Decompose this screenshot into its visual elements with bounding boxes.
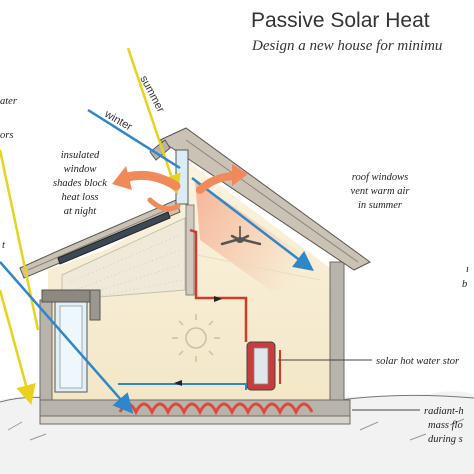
south-window — [41, 289, 101, 393]
left-label-1: ater — [0, 96, 18, 107]
roof-windows-line-1: roof windows — [352, 172, 409, 183]
left-label-3: t — [2, 240, 6, 251]
diagram-title: Passive Solar Heat — [251, 9, 430, 32]
left-label-2: ors — [0, 130, 13, 141]
roof-windows-line-3: in summer — [358, 200, 403, 211]
warm-air-zone — [195, 180, 318, 290]
ceiling-fan — [220, 226, 262, 246]
radiant-line-2: mass flo — [428, 420, 463, 431]
roof-windows-line-2: vent warm air — [351, 186, 411, 197]
right-label-2: b — [462, 279, 467, 290]
radiant-floor-loops — [118, 402, 314, 416]
summer-sun-ray — [0, 47, 181, 405]
main-roof — [149, 127, 371, 271]
sun-wall-decoration — [172, 314, 220, 362]
roof-windows-label: roof windows vent warm air in summer — [351, 172, 411, 211]
right-label-1: ı — [466, 264, 469, 275]
shades-label: insulated window shades block heat loss … — [53, 150, 107, 217]
solar-hot-water-label: solar hot water stor — [376, 356, 460, 367]
vaulted-ceiling-line — [196, 254, 321, 281]
solar-collector-panel — [57, 211, 171, 265]
warm-air-vent-arrows — [112, 164, 248, 212]
shades-line-5: at night — [64, 206, 97, 217]
summer-label: summer — [137, 74, 166, 115]
solar-hot-water-tank — [246, 341, 276, 391]
hot-water-pipes — [118, 228, 281, 390]
radiant-line-1: radiant-h — [424, 406, 464, 417]
shades-line-3: shades block — [53, 178, 107, 189]
shades-line-2: window — [64, 164, 97, 175]
shades-line-4: heat loss — [61, 192, 98, 203]
shades-line-1: insulated — [61, 150, 100, 161]
diagram-subtitle: Design a new house for minimu — [251, 38, 442, 54]
winter-sun-ray — [0, 108, 314, 414]
radiant-line-3: during s — [428, 434, 463, 445]
window-shade-box — [89, 289, 101, 321]
